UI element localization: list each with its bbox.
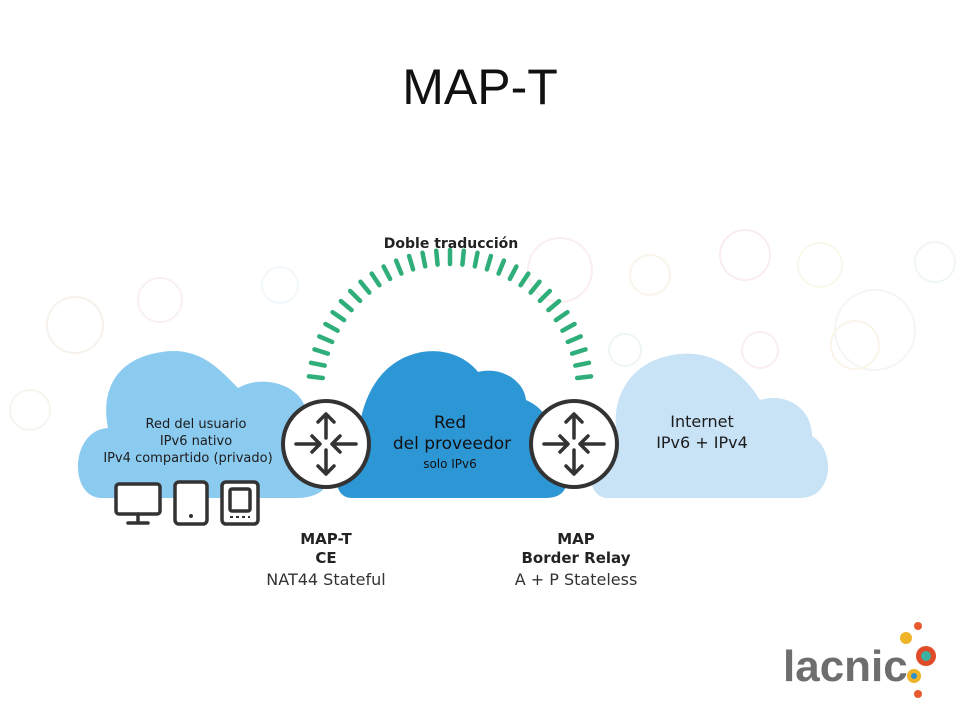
br-label: MAP Border Relay A + P Stateless [515, 530, 638, 589]
arc-dash [528, 279, 542, 295]
ce-router [281, 399, 371, 489]
arc-dash [369, 271, 382, 288]
ce-name-line-1: MAP-T [300, 530, 352, 548]
user-cloud-line-2: IPv6 nativo [160, 434, 232, 449]
arc-dash [569, 347, 588, 356]
router-icon [281, 399, 371, 489]
user-cloud-shape [77, 351, 329, 498]
provider-cloud-shape [336, 351, 567, 498]
arc-dash [460, 248, 467, 267]
arc-dash [537, 288, 553, 304]
arc-dash [347, 288, 363, 304]
arc-dash [573, 360, 592, 368]
tablet-icon [173, 480, 209, 526]
arc-dash [338, 298, 354, 313]
arc-dash [358, 279, 372, 295]
arc-dash [553, 309, 570, 323]
arc-dash [381, 264, 393, 282]
arc-dash [323, 321, 340, 333]
provider-cloud-line-1: Red [434, 413, 466, 433]
arc-dash [433, 248, 440, 267]
br-description: A + P Stateless [515, 570, 638, 589]
arc-dash [330, 309, 347, 323]
user-cloud-line-3: IPv4 compartido (privado) [103, 451, 272, 466]
slide-title: MAP-T [402, 59, 558, 115]
monitor-icon [114, 482, 162, 525]
arc-dash [406, 253, 416, 272]
arc-dash [560, 321, 577, 333]
provider-network-cloud: Red del proveedor solo IPv6 [336, 351, 567, 498]
user-network-cloud: Red del usuario IPv6 nativo IPv4 compart… [77, 351, 329, 498]
background-decoration [9, 229, 956, 431]
border-relay-router [529, 399, 619, 489]
arc-dash [306, 374, 326, 381]
ce-description: NAT44 Stateful [266, 570, 385, 589]
arc-dash [420, 250, 428, 269]
provider-cloud-line-3: solo IPv6 [423, 457, 477, 471]
arc-dash [484, 253, 494, 272]
user-devices [114, 480, 260, 526]
ereader-icon [220, 480, 260, 526]
arc-dash [565, 334, 583, 345]
internet-cloud: Internet IPv6 + IPv4 [590, 353, 829, 498]
internet-cloud-line-2: IPv6 + IPv4 [656, 433, 748, 452]
arc-dash [496, 258, 507, 276]
internet-cloud-line-1: Internet [670, 412, 734, 431]
user-cloud-line-1: Red del usuario [146, 417, 247, 432]
arc-dash [574, 374, 594, 381]
double-translation-arc [306, 247, 594, 381]
ce-name-line-2: CE [315, 549, 336, 567]
arc-dash [472, 250, 480, 269]
arc-label: Doble traducción [384, 236, 518, 252]
lacnic-logo: lacnic [783, 622, 936, 698]
arc-dash [546, 298, 562, 313]
lacnic-logo-text: lacnic [783, 642, 908, 691]
router-icon [529, 399, 619, 489]
provider-cloud-line-2: del proveedor [393, 434, 511, 454]
br-name-line-2: Border Relay [522, 549, 631, 567]
arc-dash [393, 258, 404, 276]
logo-dots-icon [900, 622, 936, 698]
arc-dash [518, 271, 531, 288]
arc-dash [507, 264, 519, 282]
arc-dash [312, 347, 331, 356]
internet-cloud-shape [590, 353, 829, 498]
br-name-line-1: MAP [557, 530, 595, 548]
arc-dash [308, 360, 327, 368]
arc-dash [317, 334, 335, 345]
ce-label: MAP-T CE NAT44 Stateful [266, 530, 385, 589]
